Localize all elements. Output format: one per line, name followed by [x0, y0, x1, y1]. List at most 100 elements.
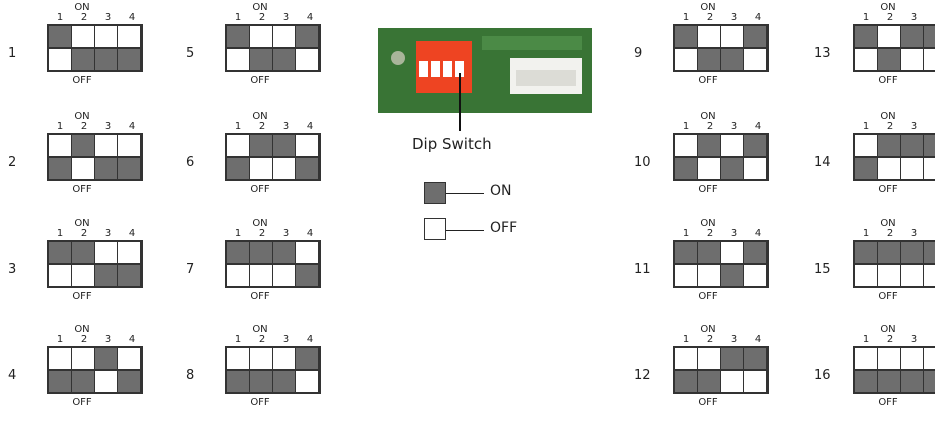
switch-2-bottom-cell: [878, 49, 900, 70]
switch-2-bottom-cell: [250, 371, 272, 392]
switch-number: 1: [682, 334, 690, 345]
switch-grid: [673, 346, 769, 394]
switch-1-top-cell: [227, 26, 249, 47]
switch-3-bottom-cell: [273, 49, 295, 70]
switch-4-top-cell: [296, 348, 318, 369]
switch-1-top-cell: [49, 242, 71, 263]
off-label: OFF: [878, 397, 898, 408]
switch-2-top-cell: [698, 135, 720, 156]
setting-number: 12: [634, 368, 651, 383]
on-label: ON: [74, 2, 90, 13]
off-label: OFF: [878, 75, 898, 86]
switch-2-top-cell: [250, 26, 272, 47]
setting-number: 4: [8, 368, 17, 383]
switch-1-bottom-cell: [49, 49, 71, 70]
switch-3-top-cell: [901, 135, 923, 156]
switch-3-bottom-cell: [95, 158, 117, 179]
switch-grid: [853, 346, 935, 394]
switch-2-top-cell: [250, 135, 272, 156]
switch-3-top-cell: [95, 348, 117, 369]
switch-3-top-cell: [273, 242, 295, 263]
switch-3-top-cell: [721, 242, 743, 263]
switch-number: 2: [706, 334, 714, 345]
switch-number: 2: [258, 228, 266, 239]
switch-4-bottom-cell: [296, 158, 318, 179]
switch-4-top-cell: [296, 26, 318, 47]
switch-number: 2: [886, 121, 894, 132]
switch-number: 1: [234, 12, 242, 23]
switch-grid: [853, 133, 935, 181]
switch-number: 1: [682, 12, 690, 23]
switch-3-bottom-cell: [901, 265, 923, 286]
switch-number: 1: [862, 334, 870, 345]
switch-2-bottom-cell: [698, 158, 720, 179]
setting-number: 16: [814, 368, 831, 383]
switch-2-top-cell: [878, 242, 900, 263]
on-label: ON: [74, 218, 90, 229]
off-label: OFF: [250, 184, 270, 195]
switch-number: 1: [862, 121, 870, 132]
switch-number: 4: [306, 121, 314, 132]
switch-grid: [225, 133, 321, 181]
switch-number: 2: [80, 12, 88, 23]
switch-number: 4: [306, 12, 314, 23]
switch-1-top-cell: [855, 242, 877, 263]
switch-1-bottom-cell: [49, 265, 71, 286]
switch-number: 2: [706, 121, 714, 132]
switch-4-top-cell: [744, 242, 766, 263]
photo-pointer-line: [459, 73, 461, 131]
switch-1-top-cell: [227, 242, 249, 263]
setting-number: 3: [8, 262, 17, 277]
switch-4-top-cell: [924, 348, 935, 369]
switch-grid: [47, 133, 143, 181]
switch-1-top-cell: [49, 26, 71, 47]
switch-3-top-cell: [901, 26, 923, 47]
switch-4-bottom-cell: [296, 265, 318, 286]
switch-2-top-cell: [72, 135, 94, 156]
setting-number: 8: [186, 368, 195, 383]
switch-2-bottom-cell: [250, 49, 272, 70]
off-label: OFF: [72, 75, 92, 86]
switch-2-top-cell: [72, 348, 94, 369]
switch-1-top-cell: [855, 26, 877, 47]
setting-number: 13: [814, 46, 831, 61]
switch-1-top-cell: [675, 26, 697, 47]
switch-2-top-cell: [698, 348, 720, 369]
switch-3-top-cell: [721, 348, 743, 369]
switch-grid: [853, 240, 935, 288]
switch-3-top-cell: [901, 242, 923, 263]
switch-number: 4: [128, 12, 136, 23]
switch-2-top-cell: [250, 348, 272, 369]
switch-4-top-cell: [118, 135, 140, 156]
switch-1-top-cell: [49, 348, 71, 369]
switch-2-bottom-cell: [250, 265, 272, 286]
switch-2-bottom-cell: [72, 371, 94, 392]
on-label: ON: [74, 324, 90, 335]
switch-4-bottom-cell: [744, 158, 766, 179]
setting-number: 2: [8, 155, 17, 170]
off-label: OFF: [250, 397, 270, 408]
switch-3-bottom-cell: [95, 49, 117, 70]
switch-number: 4: [306, 228, 314, 239]
switch-2-bottom-cell: [878, 265, 900, 286]
switch-2-bottom-cell: [698, 49, 720, 70]
switch-3-bottom-cell: [95, 265, 117, 286]
switch-4-top-cell: [924, 135, 935, 156]
switch-number: 2: [80, 228, 88, 239]
switch-3-bottom-cell: [901, 158, 923, 179]
switch-1-top-cell: [675, 135, 697, 156]
switch-number: 4: [128, 228, 136, 239]
switch-4-top-cell: [744, 135, 766, 156]
switch-number: 4: [926, 12, 935, 23]
switch-number: 1: [682, 228, 690, 239]
